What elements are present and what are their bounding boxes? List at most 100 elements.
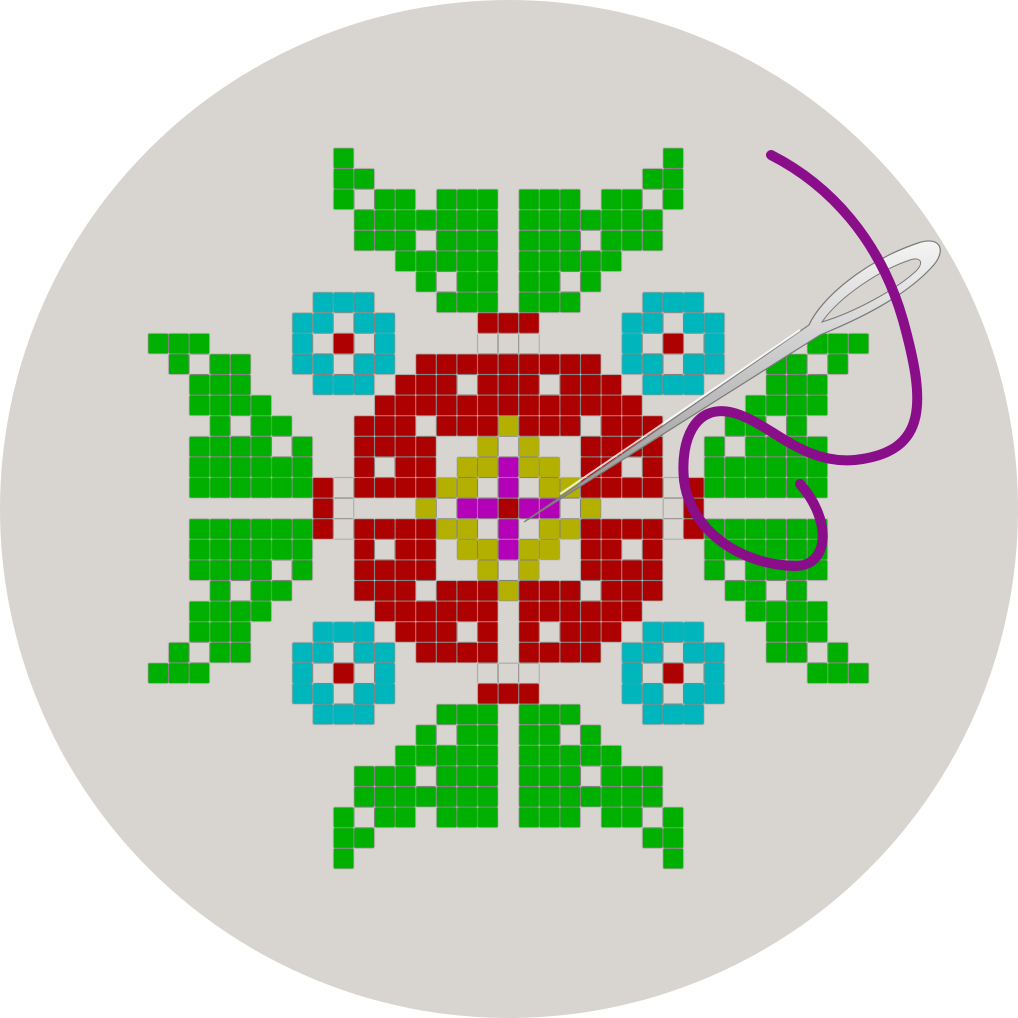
stitch-cell [642,581,663,601]
fabric-hole [230,581,251,601]
fabric-hole [333,354,354,374]
fabric-hole [478,478,498,498]
stitch-cell [498,478,519,498]
stitch-cell [436,354,457,374]
stitch-cell [642,642,663,663]
stitch-cell [560,745,580,766]
stitch-cell [663,169,683,189]
fabric-hole [333,478,354,498]
stitch-cell [375,787,395,807]
stitch-cell [663,704,683,725]
stitch-cell [313,684,333,704]
stitch-cell [622,766,642,786]
stitch-cell [436,519,457,539]
stitch-cell [333,292,354,313]
stitch-cell [704,457,725,477]
stitch-cell [498,375,519,395]
stitch-cell [519,601,539,622]
fabric-hole [663,478,683,498]
fabric-hole [560,498,580,519]
stitch-cell [766,395,786,416]
stitch-cell [189,539,210,560]
stitch-cell [519,807,539,828]
stitch-cell [601,601,622,622]
stitch-cell [581,354,601,374]
stitch-cell [354,478,374,498]
stitch-cell [642,622,663,642]
stitch-cell [189,375,210,395]
sewing-needle-icon [523,240,941,523]
stitch-cell [601,436,622,457]
fabric-hole [642,807,663,828]
stitch-cell [457,354,477,374]
fabric-hole [436,272,457,292]
stitch-cell [478,642,498,663]
stitch-cell [601,787,622,807]
fabric-hole [663,498,683,519]
stitch-cell [478,189,498,210]
stitch-cell [745,601,766,622]
stitch-cell [519,766,539,786]
stitch-cell [251,416,271,436]
stitch-cell [251,560,271,580]
fabric-hole [766,581,786,601]
stitch-cell [766,642,786,663]
stitch-cell [560,354,580,374]
stitch-cell [787,601,807,622]
stitch-cell [395,478,416,498]
stitch-cell [457,519,477,539]
fabric-hole [354,663,374,683]
fabric-hole [333,498,354,519]
stitch-cell [787,457,807,477]
stitch-cell [498,457,519,477]
fabric-hole [436,498,457,519]
stitch-cell [148,333,168,354]
stitch-cell [395,766,416,786]
stitch-cell [581,436,601,457]
stitch-cell [478,539,498,560]
stitch-cell [539,745,560,766]
stitch-cell [457,787,477,807]
fabric-hole [272,560,292,580]
stitch-cell [622,189,642,210]
stitch-cell [745,519,766,539]
stitch-cell [313,498,333,519]
stitch-cell [498,539,519,560]
stitch-cell [787,642,807,663]
stitch-cell [622,663,642,683]
fabric-hole [560,725,580,745]
stitch-cell [663,807,683,828]
stitch-cell [601,416,622,436]
stitch-cell [416,251,436,271]
stitch-cell [684,684,704,704]
stitch-cell [416,478,436,498]
stitch-cell [787,519,807,539]
stitch-cell [684,642,704,663]
stitch-cell [581,560,601,580]
stitch-cell [375,189,395,210]
stitch-cell [416,457,436,477]
stitch-cell [333,169,354,189]
stitch-cell [375,684,395,704]
fabric-hole [333,684,354,704]
stitch-cell [498,313,519,333]
stitch-cell [333,828,354,848]
stitch-cell [313,313,333,333]
stitch-cell [848,333,869,354]
stitch-cell [787,581,807,601]
stitch-cell [601,560,622,580]
stitch-cell [416,519,436,539]
stitch-cell [560,251,580,271]
stitch-cell [704,560,725,580]
stitch-cell [457,230,477,251]
stitch-cell [354,230,374,251]
fabric-hole [189,354,210,374]
stitch-cell [539,395,560,416]
stitch-cell [313,375,333,395]
stitch-cell [684,313,704,333]
stitch-cell [478,787,498,807]
stitch-cell [354,457,374,477]
stitch-cell [807,457,828,477]
stitch-cell [498,416,519,436]
stitch-cell [581,498,601,519]
